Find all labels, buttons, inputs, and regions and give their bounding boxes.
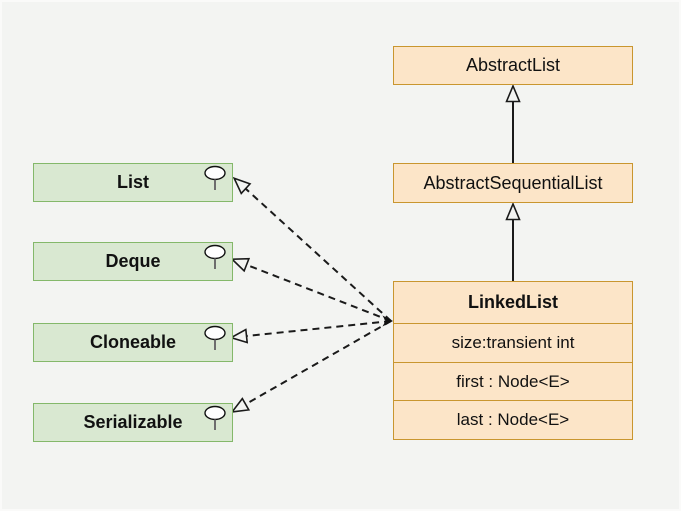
interface-label: List — [116, 172, 149, 192]
interface-lollipop-icon — [204, 244, 226, 269]
interface-box-cloneable[interactable]: Cloneable — [33, 323, 233, 362]
class-box-abstractlist[interactable]: AbstractList — [393, 46, 633, 85]
interface-box-serializable[interactable]: Serializable — [33, 403, 233, 442]
interface-lollipop-icon — [204, 325, 226, 350]
edge-implements-deque — [247, 265, 392, 322]
class-label: AbstractList — [465, 55, 561, 75]
class-field-size: size:transient int — [394, 323, 632, 362]
class-field-last: last : Node<E> — [394, 400, 632, 439]
class-box-abstractsequentiallist[interactable]: AbstractSequentialList — [393, 163, 633, 203]
interface-label: Deque — [105, 251, 161, 271]
interface-box-deque[interactable]: Deque — [33, 242, 233, 281]
convergence-arrowhead-icon — [382, 315, 393, 327]
interface-label: Serializable — [83, 412, 183, 432]
interface-label: Cloneable — [89, 332, 177, 352]
edge-implements-list — [246, 189, 392, 322]
class-box-linkedlist[interactable]: LinkedList size:transient int first : No… — [393, 281, 633, 440]
interface-lollipop-icon — [204, 405, 226, 430]
class-title: LinkedList — [467, 292, 558, 312]
class-label: AbstractSequentialList — [423, 172, 603, 193]
interface-lollipop-icon — [204, 165, 226, 190]
class-field-first: first : Node<E> — [394, 361, 632, 401]
interface-box-list[interactable]: List — [33, 163, 233, 202]
edge-implements-serializable — [246, 320, 392, 404]
edge-implements-cloneable — [247, 320, 392, 336]
